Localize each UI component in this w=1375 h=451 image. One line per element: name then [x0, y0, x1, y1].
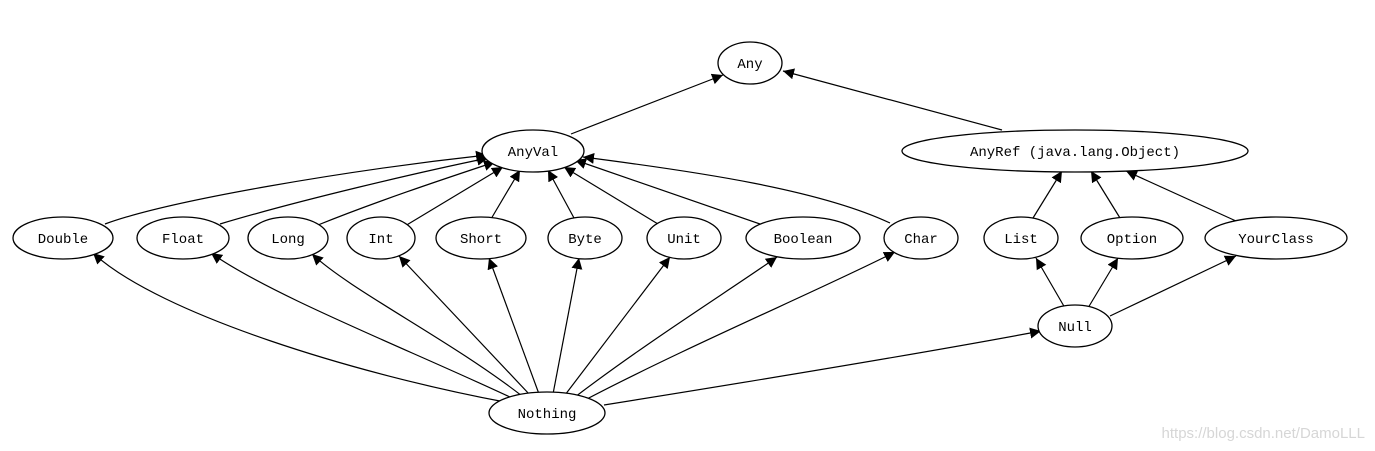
- node-null: Null: [1037, 304, 1113, 348]
- node-label-null: Null: [1058, 320, 1092, 336]
- watermark-text: https://blog.csdn.net/DamoLLL: [1161, 425, 1365, 442]
- edge-nothing-to-double: [92, 252, 506, 403]
- node-char: Char: [883, 216, 959, 260]
- node-float: Float: [136, 216, 230, 260]
- node-anyref: AnyRef (java.lang.Object): [901, 129, 1249, 173]
- node-label-unit: Unit: [667, 232, 701, 248]
- node-label-boolean: Boolean: [774, 232, 833, 248]
- edge-list-to-anyref: [1032, 170, 1063, 219]
- edge-anyval-to-any: [570, 73, 724, 135]
- edge-nothing-to-long: [311, 253, 523, 397]
- edge-nothing-to-null: [603, 327, 1042, 406]
- edge-null-to-list: [1035, 257, 1066, 309]
- edge-nothing-to-short: [487, 257, 540, 395]
- node-anyval: AnyVal: [481, 129, 585, 173]
- edge-byte-to-anyval: [547, 169, 575, 219]
- edge-boolean-to-anyval: [574, 158, 764, 226]
- edge-unit-to-anyval: [563, 166, 659, 225]
- edge-long-to-anyval: [317, 160, 496, 226]
- edge-nothing-to-char: [584, 251, 896, 401]
- node-label-short: Short: [460, 232, 502, 248]
- node-byte: Byte: [547, 216, 623, 260]
- node-yourclass: YourClass: [1204, 216, 1348, 260]
- node-label-any: Any: [737, 57, 762, 73]
- node-label-anyref: AnyRef (java.lang.Object): [970, 145, 1180, 161]
- node-label-int: Int: [368, 232, 393, 248]
- node-double: Double: [12, 216, 114, 260]
- node-label-nothing: Nothing: [518, 407, 577, 423]
- edge-float-to-anyval: [219, 154, 489, 225]
- edge-char-to-anyval: [582, 152, 891, 224]
- edge-yourclass-to-anyref: [1125, 170, 1237, 222]
- node-option: Option: [1080, 216, 1184, 260]
- edge-double-to-anyval: [104, 150, 488, 225]
- nodes-layer: Any AnyVal AnyRef (java.lang.Object) Dou…: [12, 41, 1348, 435]
- edge-nothing-to-byte: [552, 257, 583, 395]
- edge-nothing-to-float: [210, 252, 513, 399]
- node-list: List: [983, 216, 1059, 260]
- node-unit: Unit: [646, 216, 722, 260]
- node-label-list: List: [1004, 232, 1038, 248]
- node-label-float: Float: [162, 232, 204, 248]
- node-int: Int: [346, 216, 416, 260]
- node-any: Any: [717, 41, 783, 85]
- edge-int-to-anyval: [404, 166, 504, 227]
- node-nothing: Nothing: [488, 391, 606, 435]
- node-boolean: Boolean: [745, 216, 861, 260]
- node-label-byte: Byte: [568, 232, 602, 248]
- edge-option-to-anyref: [1090, 170, 1121, 219]
- edge-null-to-option: [1087, 257, 1119, 309]
- edge-short-to-anyval: [490, 169, 521, 220]
- edges-layer: [92, 68, 1237, 406]
- edge-nothing-to-int: [398, 255, 531, 396]
- edge-null-to-yourclass: [1109, 255, 1237, 317]
- node-label-anyval: AnyVal: [508, 145, 558, 161]
- edge-anyref-to-any: [782, 68, 1003, 131]
- edge-nothing-to-boolean: [574, 256, 778, 398]
- node-long: Long: [247, 216, 329, 260]
- node-label-long: Long: [271, 232, 305, 248]
- node-label-option: Option: [1107, 232, 1157, 248]
- node-short: Short: [435, 216, 527, 260]
- node-label-yourclass: YourClass: [1238, 232, 1314, 248]
- edge-nothing-to-unit: [564, 256, 671, 396]
- node-label-double: Double: [38, 232, 88, 248]
- node-label-char: Char: [904, 232, 938, 248]
